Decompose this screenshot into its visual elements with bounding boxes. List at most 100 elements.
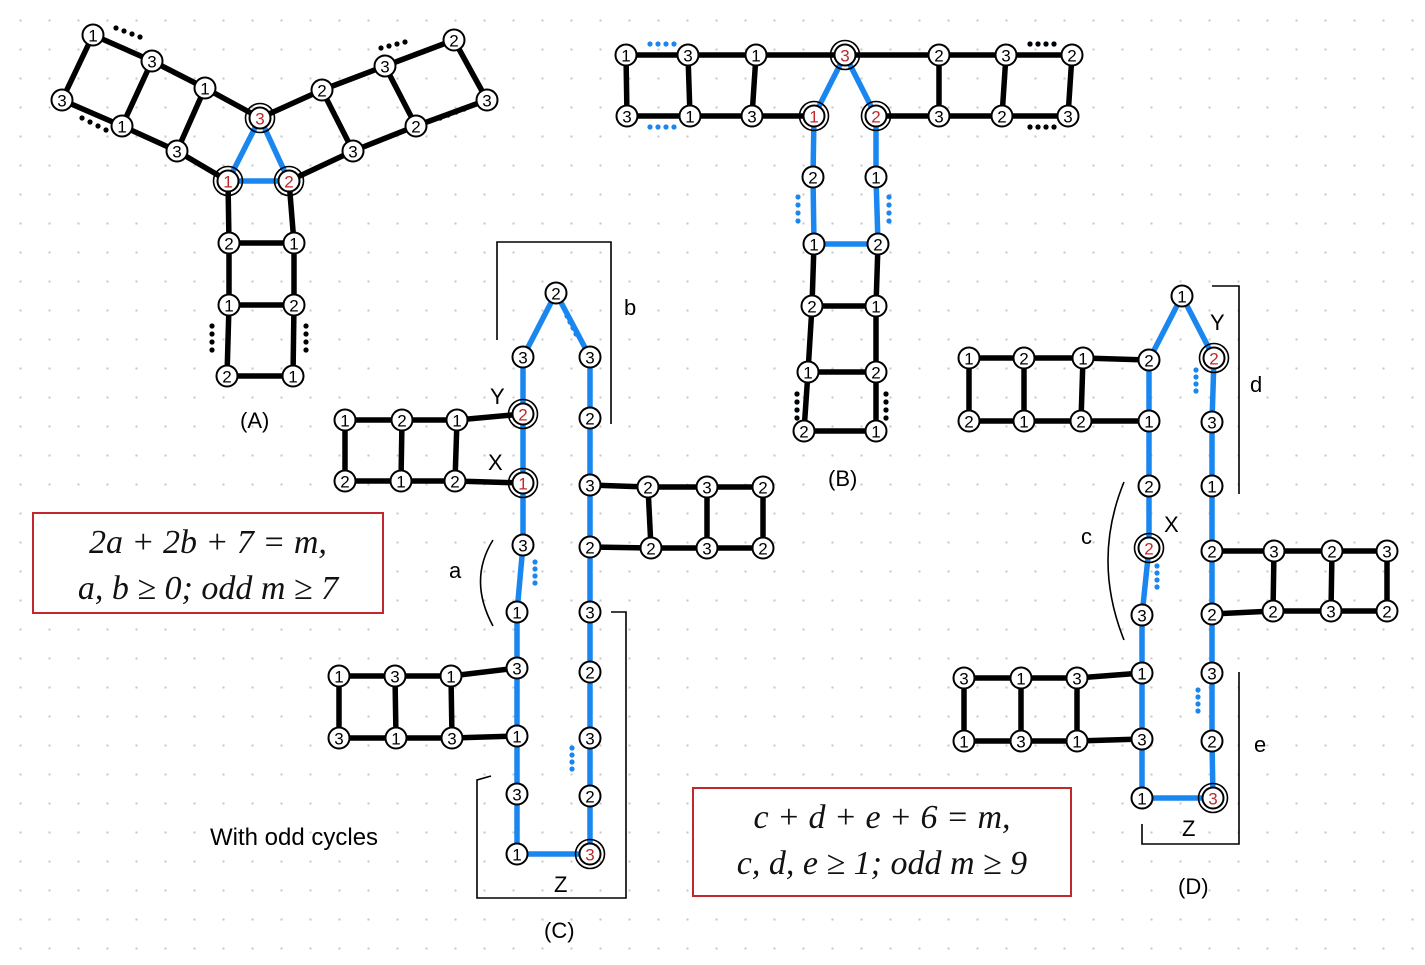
- ellipsis-dot: [794, 391, 800, 397]
- vertex-label: 1: [518, 475, 527, 494]
- vertex-label: 1: [809, 108, 818, 127]
- vertex-label: 1: [621, 47, 630, 66]
- ellipsis-dot: [402, 39, 408, 45]
- ellipsis-dot: [573, 331, 579, 337]
- ellipsis-dot: [445, 112, 451, 118]
- vertex-label: 3: [702, 479, 711, 498]
- vertex-B: 2: [864, 360, 888, 384]
- vertex-label: 1: [391, 730, 400, 749]
- vertex-label: 2: [1268, 603, 1277, 622]
- vertex-D: 2: [1012, 346, 1036, 370]
- vertex-D: 1: [1009, 666, 1033, 690]
- vertex-C: 1: [505, 842, 529, 866]
- vertex-label: 3: [1137, 607, 1146, 626]
- vertex-label: 3: [1137, 731, 1146, 750]
- vertex-A: 2: [404, 114, 428, 138]
- ellipsis-dot: [532, 580, 538, 586]
- vertex-label: 3: [702, 540, 711, 559]
- ellipsis-dot: [1051, 41, 1057, 47]
- vertex-B: 1: [614, 43, 638, 67]
- ellipsis-dot: [1154, 577, 1160, 583]
- ellipsis-dot: [437, 115, 443, 121]
- vertex-label: 2: [1144, 540, 1153, 559]
- edge-A: [59, 32, 96, 103]
- vertex-label: 2: [758, 540, 767, 559]
- vertex-D: 1: [1071, 346, 1095, 370]
- vertex-A: 1: [193, 76, 217, 100]
- ellipsis-dot: [569, 766, 575, 772]
- paren-a: [479, 539, 494, 627]
- vertex-A: 1: [212, 165, 244, 197]
- vertex-D: 1: [1012, 409, 1036, 433]
- vertex-D: 3: [1200, 661, 1224, 685]
- odd-cycles-caption: With odd cycles: [210, 824, 379, 851]
- vertex-label: 2: [585, 664, 594, 683]
- vertex-label: 1: [340, 412, 349, 431]
- ellipsis-dot: [121, 28, 127, 34]
- vertex-label: 1: [88, 27, 97, 46]
- vertex-label: 2: [1019, 350, 1028, 369]
- ellipsis-dot: [886, 210, 892, 216]
- ellipsis-dot: [569, 745, 575, 751]
- vertex-B: 3: [740, 104, 764, 128]
- vertex-label: 3: [1326, 603, 1335, 622]
- vertex-A: 1: [217, 293, 241, 317]
- vertex-D: 2: [1261, 599, 1285, 623]
- label-a: a: [449, 558, 462, 583]
- vertex-B: 1: [864, 165, 888, 189]
- vertex-label: 1: [871, 423, 880, 442]
- vertex-A: 2: [215, 364, 239, 388]
- vertex-label: 3: [172, 143, 181, 162]
- vertex-D: 1: [1130, 786, 1154, 810]
- vertex-label: 2: [807, 298, 816, 317]
- vertex-label: 3: [585, 349, 594, 368]
- vertex-D: 1: [1065, 729, 1089, 753]
- vertex-C: 2: [636, 475, 660, 499]
- ellipsis-dot: [1193, 374, 1199, 380]
- vertex-label: 2: [1327, 543, 1336, 562]
- vertex-label: 1: [334, 668, 343, 687]
- ellipsis-dot: [886, 194, 892, 200]
- ellipsis-dot: [567, 319, 573, 325]
- vertex-label: 2: [1209, 350, 1218, 369]
- vertex-label: 3: [747, 108, 756, 127]
- vertex-C: 1: [327, 664, 351, 688]
- vertex-label: 2: [934, 47, 943, 66]
- vertex-label: 2: [997, 108, 1006, 127]
- vertex-C: 2: [751, 475, 775, 499]
- ellipsis-dot: [794, 407, 800, 413]
- vertex-label: 2: [1207, 543, 1216, 562]
- vertex-B: 3: [829, 39, 861, 71]
- ellipsis-dot: [95, 123, 101, 129]
- vertex-label: 1: [1019, 413, 1028, 432]
- vertex-D: 3: [1319, 599, 1343, 623]
- vertex-label: 1: [288, 368, 297, 387]
- vertex-D: 1: [1200, 474, 1224, 498]
- vertex-A: 2: [273, 165, 305, 197]
- vertex-A: 2: [217, 231, 241, 255]
- ellipsis-dot: [303, 323, 309, 329]
- vertex-C: 1: [445, 408, 469, 432]
- equation-c-line2: a, b ≥ 0; odd m ≥ 7: [77, 570, 339, 607]
- vertex-B: 2: [792, 419, 816, 443]
- vertex-label: 2: [222, 368, 231, 387]
- vertex-D: 1: [957, 346, 981, 370]
- vertex-D: 3: [1200, 410, 1224, 434]
- ellipsis-dot: [1027, 124, 1033, 130]
- ellipsis-dot: [569, 759, 575, 765]
- vertex-label: 3: [683, 47, 692, 66]
- vertex-label: 2: [551, 285, 560, 304]
- vertex-A: 3: [140, 49, 164, 73]
- ellipsis-dot: [87, 119, 93, 125]
- vertex-C: 2: [333, 469, 357, 493]
- vertex-label: 1: [446, 668, 455, 687]
- vertex-A: 1: [281, 364, 305, 388]
- ellipsis-dot: [795, 194, 801, 200]
- vertex-B: 2: [801, 165, 825, 189]
- vertex-A: 1: [282, 231, 306, 255]
- vertex-B: 1: [796, 360, 820, 384]
- vertex-A: 3: [244, 102, 276, 134]
- vertex-B: 2: [860, 100, 892, 132]
- vertex-label: 1: [685, 108, 694, 127]
- label-C: (C): [544, 918, 575, 943]
